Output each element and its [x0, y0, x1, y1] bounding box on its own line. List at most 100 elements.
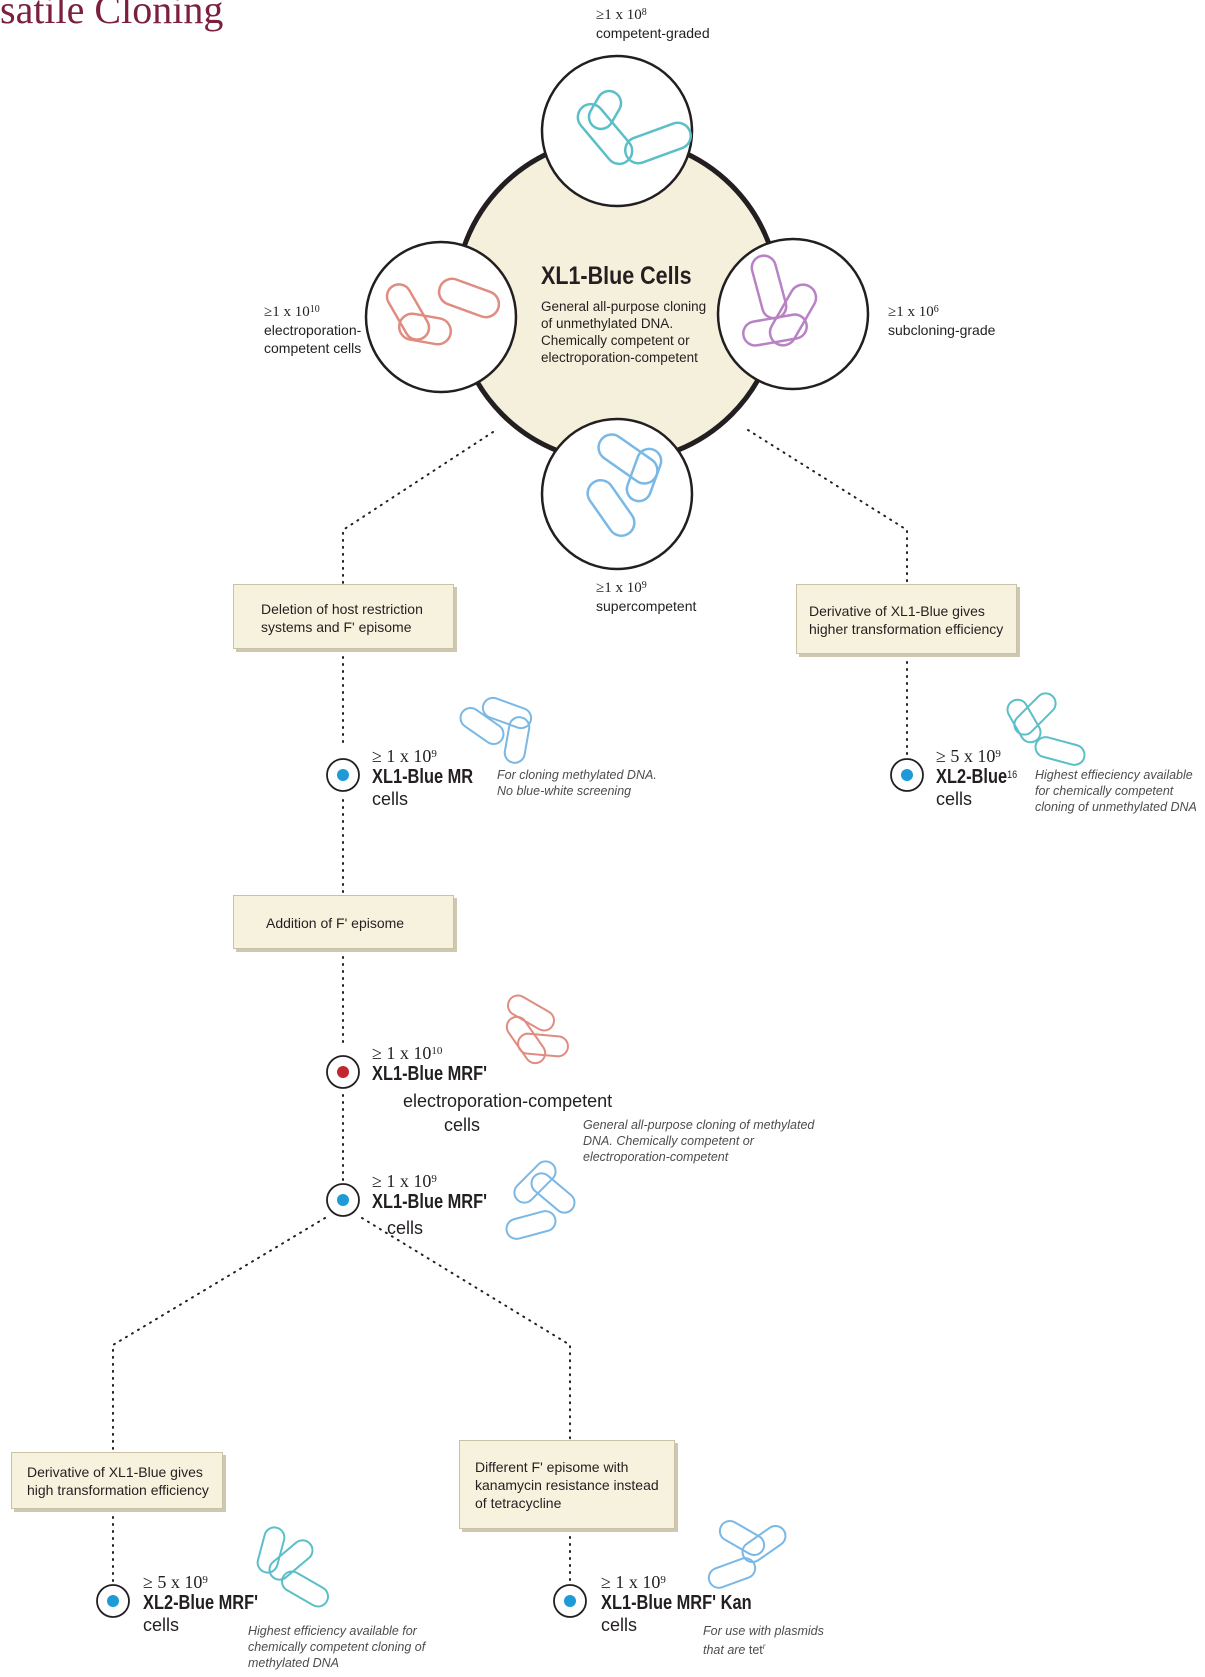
node-kan-note-sup: r — [762, 1642, 766, 1651]
node-xl2mrf-dot — [107, 1595, 119, 1607]
satellite-left-label: ≥1 x 1010 electroporation- competent cel… — [264, 303, 361, 357]
satellite-bottom-label: ≥1 x 109 supercompetent — [596, 579, 696, 615]
box-kanamycin: Different F' episome with kanamycin resi… — [459, 1440, 675, 1529]
node-mr: ≥ 1 x 109 XL1-Blue MR cells — [372, 746, 495, 810]
node-kan: ≥ 1 x 109 XL1-Blue MRF' Kan cells — [601, 1572, 785, 1636]
node-mrf-dot — [337, 1194, 349, 1206]
box-derivative-top-line: Derivative of XL1-Blue gives — [809, 603, 985, 619]
page-title: satile Cloning — [0, 0, 224, 32]
box-addition-line: Addition of F' episome — [266, 915, 405, 931]
node-mr-name: XL1-Blue MR — [372, 766, 474, 788]
bacteria-mr-icon — [459, 696, 533, 764]
box-deletion: Deletion of host restriction systems and… — [233, 584, 454, 649]
bacteria-mrf-icon — [505, 1160, 576, 1240]
node-kan-note-pre: that are — [703, 1643, 749, 1658]
node-mr-note-line: No blue-white screening — [497, 784, 632, 798]
node-mrf-count: ≥ 1 x 10 — [372, 1171, 432, 1191]
node-xl2: ≥ 5 x 109 XL2-Blue16 cells — [936, 746, 1035, 810]
node-xl2-sup: 16 — [1007, 769, 1018, 781]
box-addition: Addition of F' episome — [233, 895, 454, 949]
bacteria-bottom-icon — [586, 433, 663, 537]
node-markers — [96, 758, 924, 1618]
box-deletion-line: systems and F' episome — [261, 619, 412, 635]
center-description: General all-purpose cloning of unmethyla… — [541, 298, 711, 366]
center-desc-line: electroporation-competent — [541, 350, 698, 365]
satellite-right-count: ≥1 x 10 — [888, 304, 934, 320]
bacteria-xl2-icon — [1006, 692, 1086, 766]
node-kan-note-line: For use with plasmids — [703, 1624, 824, 1638]
satellite-top-exp: 8 — [641, 7, 647, 18]
node-mrf-note-line: DNA. Chemically competent or — [583, 1134, 754, 1148]
bacteria-kan-icon — [707, 1520, 787, 1589]
box-derivative-bottom-line: high transformation efficiency — [27, 1482, 209, 1498]
node-mrf-electro: ≥ 1 x 1010 XL1-Blue MRF' — [372, 1043, 512, 1085]
node-xl2mrf: ≥ 5 x 109 XL2-Blue MRF' cells — [143, 1572, 283, 1636]
node-mr-count: ≥ 1 x 10 — [372, 746, 432, 766]
node-xl2mrf-count: ≥ 5 x 10 — [143, 1572, 203, 1592]
node-mr-dot — [337, 769, 349, 781]
node-kan-note-tet: tet — [748, 1643, 763, 1658]
satellite-right-desc: subcloning-grade — [888, 322, 996, 338]
center-title: XL1-Blue Cells — [541, 262, 692, 290]
box-derivative-top: Derivative of XL1-Blue gives higher tran… — [796, 584, 1017, 654]
node-kan-cells: cells — [601, 1615, 638, 1635]
node-mrfe-dot — [337, 1066, 349, 1078]
node-xl2mrf-cells: cells — [143, 1615, 180, 1635]
node-mr-exp: 9 — [431, 748, 437, 760]
node-mrf-exp: 9 — [431, 1173, 437, 1185]
node-xl2-dot — [901, 769, 913, 781]
satellite-right-exp: 6 — [933, 304, 939, 315]
node-xl2-note-line: Highest effieciency available — [1035, 768, 1193, 782]
node-xl2mrf-note-line: Highest efficiency available for — [248, 1624, 417, 1638]
node-xl2mrf-note-line: methylated DNA — [248, 1656, 340, 1670]
node-mrf: ≥ 1 x 109 XL1-Blue MRF' — [372, 1171, 512, 1213]
satellite-right-label: ≥1 x 106 subcloning-grade — [888, 303, 995, 339]
node-mr-note-line: For cloning methylated DNA. — [497, 768, 657, 782]
satellite-left-exp: 10 — [309, 304, 320, 315]
box-derivative-bottom-line: Derivative of XL1-Blue gives — [27, 1464, 203, 1480]
node-xl2-note: Highest effieciency available for chemic… — [1035, 767, 1197, 815]
node-mrf-note: General all-purpose cloning of methylate… — [583, 1117, 814, 1165]
node-kan-count: ≥ 1 x 10 — [601, 1572, 661, 1592]
node-xl2-note-line: for chemically competent — [1035, 784, 1174, 798]
satellite-top-circle — [540, 54, 694, 208]
bacteria-right-icon — [742, 254, 818, 347]
box-derivative-top-line: higher transformation efficiency — [809, 621, 1004, 637]
satellite-left-desc: electroporation- — [264, 322, 362, 338]
satellite-left-count: ≥1 x 10 — [264, 304, 310, 320]
satellite-bottom-exp: 9 — [641, 580, 647, 591]
node-mrfe-exp: 10 — [431, 1045, 443, 1057]
connector-mrf-to-derivative-bottom — [112, 1217, 326, 1454]
node-kan-dot — [564, 1595, 576, 1607]
box-derivative-bottom: Derivative of XL1-Blue gives high transf… — [11, 1452, 223, 1509]
node-mrf-note-line: electroporation-competent — [583, 1150, 729, 1164]
node-mrfe-cells-line1: electroporation-competent — [403, 1091, 613, 1111]
bacteria-xl2mrf-icon — [256, 1526, 329, 1608]
bacteria-mrfe-icon — [505, 994, 569, 1065]
node-kan-note-line: that are tetr — [703, 1639, 824, 1658]
connectors — [112, 429, 908, 1584]
satellite-left-circle — [364, 240, 518, 394]
satellite-top-count: ≥1 x 10 — [596, 7, 642, 23]
node-kan-note: For use with plasmids that are tetr — [703, 1623, 824, 1658]
bacteria-top-icon — [576, 89, 692, 166]
node-mrf-note-line: General all-purpose cloning of methylate… — [583, 1118, 815, 1132]
connector-center-to-derivative-top — [747, 429, 908, 586]
bacteria-left-icon — [385, 277, 501, 346]
node-xl2-note-line: cloning of unmethylated DNA — [1035, 800, 1197, 814]
node-xl2mrf-note-line: chemically competent cloning of — [248, 1640, 426, 1654]
satellite-left-desc: competent cells — [264, 340, 362, 356]
node-xl2mrf-name: XL2-Blue MRF' — [143, 1592, 259, 1614]
center-desc-line: of unmethylated DNA. — [541, 316, 674, 331]
box-kanamycin-line: Different F' episome with — [475, 1459, 629, 1475]
node-xl2-count: ≥ 5 x 10 — [936, 746, 996, 766]
node-kan-exp: 9 — [660, 1574, 666, 1586]
satellite-bottom-count: ≥1 x 10 — [596, 580, 642, 596]
node-xl2-cells: cells — [936, 789, 973, 809]
node-xl2mrf-note: Highest efficiency available for chemica… — [248, 1623, 425, 1671]
box-kanamycin-line: kanamycin resistance instead — [475, 1477, 659, 1493]
satellite-bottom-desc: supercompetent — [596, 598, 697, 614]
node-kan-name: XL1-Blue MRF' Kan — [601, 1592, 752, 1614]
node-mr-cells: cells — [372, 789, 409, 809]
connector-mrf-to-kan — [361, 1217, 571, 1441]
